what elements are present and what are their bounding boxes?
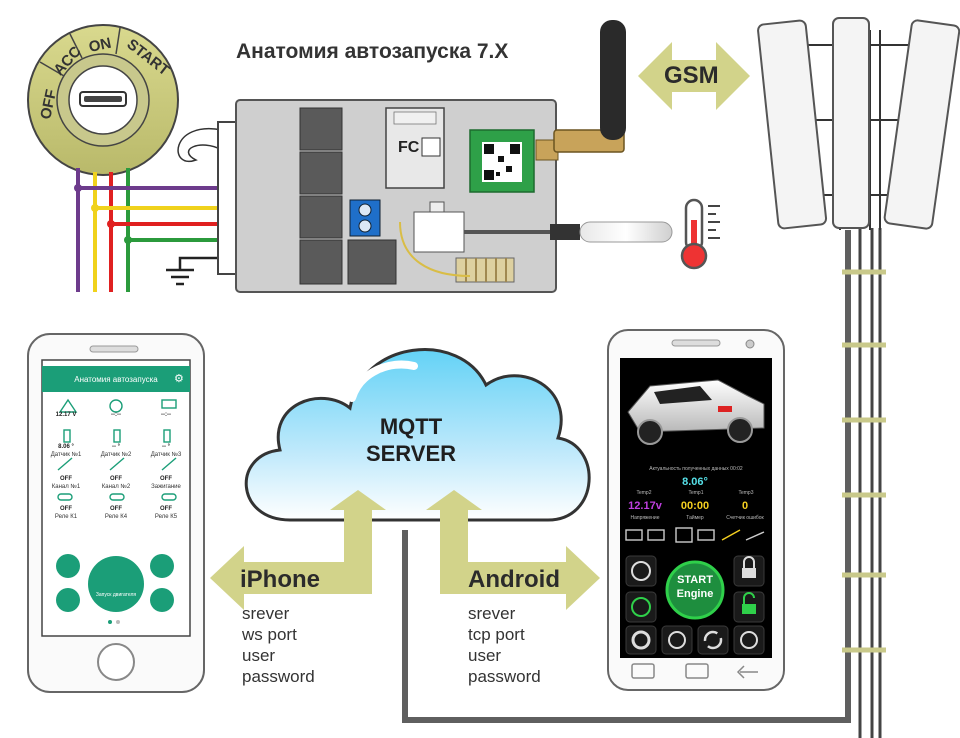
ignition-switch [27, 24, 179, 176]
iphone-cell-label: Датчик №1 [50, 452, 82, 458]
iphone-cell-value[interactable]: OFF [160, 476, 172, 482]
thermometer-icon [680, 198, 720, 270]
refresh-icon [703, 630, 723, 650]
iphone-cell-label: Реле К4 [104, 514, 128, 520]
iphone-device [27, 333, 205, 693]
lock-closed-icon [742, 568, 756, 578]
android-param: password [468, 667, 541, 686]
android-row-label: Таймер [686, 515, 704, 521]
android-label: Android [468, 566, 560, 593]
iphone-label: iPhone [240, 566, 321, 593]
temperature-probe [464, 221, 673, 243]
start-engine-button-label[interactable]: Запуск двигателя [95, 592, 137, 598]
cell-tower [757, 17, 960, 230]
start-engine-line2[interactable]: Engine [676, 588, 714, 600]
iphone-cell-value[interactable]: OFF [60, 506, 72, 512]
ignition-label-on: ON [87, 35, 113, 56]
iphone-cell-label: Зажигание [151, 484, 181, 490]
start-engine-line1[interactable]: START [677, 574, 713, 586]
android-errors-value: 0 [741, 500, 749, 512]
android-temp-label: Temp1 [688, 490, 704, 496]
iphone-cell-value: --:-- [161, 412, 171, 418]
iphone-cell-value: 12.17 V [55, 412, 77, 418]
iphone-param: user [242, 646, 276, 665]
android-voltage-value: 12.17v [628, 500, 662, 512]
android-param: user [468, 646, 502, 665]
svg-text:FC: FC [398, 139, 420, 156]
iphone-cell-label: Реле К5 [154, 514, 178, 520]
iphone-app-title: Анатомия автозапуска [74, 375, 158, 384]
gsm-label: GSM [664, 62, 719, 89]
ignition-label-off: OFF [37, 88, 60, 121]
iphone-cell-value[interactable]: OFF [110, 506, 122, 512]
iphone-cell-label: Датчик №2 [100, 452, 132, 458]
iphone-params: srever ws port user password [242, 603, 315, 687]
android-row-label: Напряжение [630, 515, 660, 521]
diagram-title: Анатомия автозапуска 7.X [236, 40, 509, 63]
iphone-cell-value: -- ° [111, 444, 121, 450]
iphone-cell-label: Датчик №3 [150, 452, 182, 458]
iphone-param: ws port [242, 625, 297, 644]
iphone-arrow [210, 490, 386, 610]
fan-icon [631, 561, 651, 581]
android-params: srever tcp port user password [468, 603, 541, 687]
android-temp1-value: 8.06° [682, 476, 708, 488]
iphone-param: password [242, 667, 315, 686]
start-engine-button [665, 560, 725, 620]
timer-icon [668, 631, 686, 649]
ignition-wires [76, 168, 224, 292]
android-timer-value: 00:00 [680, 500, 710, 512]
tower-cable [402, 228, 886, 738]
iphone-cell-value: -- ° [161, 444, 171, 450]
fan-green-icon [631, 597, 651, 617]
android-indicator-icons [625, 527, 765, 543]
iphone-app-header [42, 366, 190, 392]
gear-icon [631, 630, 651, 650]
iphone-status-time: 21:57 [45, 362, 58, 368]
android-data-freshness: Актуальность полученных данных 00:02 [649, 466, 743, 472]
cloud-label-mqtt: MQTT [379, 414, 443, 439]
iphone-cell-value: --:-- [111, 412, 121, 418]
cloud-label-server: SERVER [365, 441, 457, 466]
controller-pcb: FC [235, 99, 559, 293]
wire-junction-dots [74, 184, 132, 244]
android-row-label: Счетчик ошибок [726, 515, 764, 521]
iphone-cell-value[interactable]: OFF [160, 506, 172, 512]
iphone-cell-label: Реле К1 [54, 514, 78, 520]
android-param: srever [468, 604, 516, 623]
iphone-cell-label: Канал №2 [101, 484, 131, 490]
lock-open-icon [742, 604, 756, 614]
signal-icon [740, 631, 758, 649]
iphone-param: srever [242, 604, 290, 623]
iphone-cell-value[interactable]: OFF [60, 476, 72, 482]
car-image [627, 379, 765, 445]
settings-gear-icon[interactable]: ⚙ [174, 373, 184, 385]
iphone-cell-value: 8.06 ° [58, 444, 74, 450]
android-param: tcp port [468, 625, 525, 644]
iphone-screen-icons [57, 398, 177, 501]
android-temp-label: Temp2 [636, 490, 652, 496]
android-temp-label: Temp3 [738, 490, 754, 496]
cable-loop [177, 127, 223, 163]
android-arrow [426, 490, 600, 610]
iphone-cell-value[interactable]: OFF [110, 476, 122, 482]
android-nav-bar [631, 663, 758, 679]
mqtt-cloud [244, 348, 591, 522]
android-device [607, 329, 785, 691]
gsm-arrow [638, 42, 750, 110]
iphone-cell-label: Канал №1 [51, 484, 81, 490]
gsm-antenna [553, 20, 626, 153]
